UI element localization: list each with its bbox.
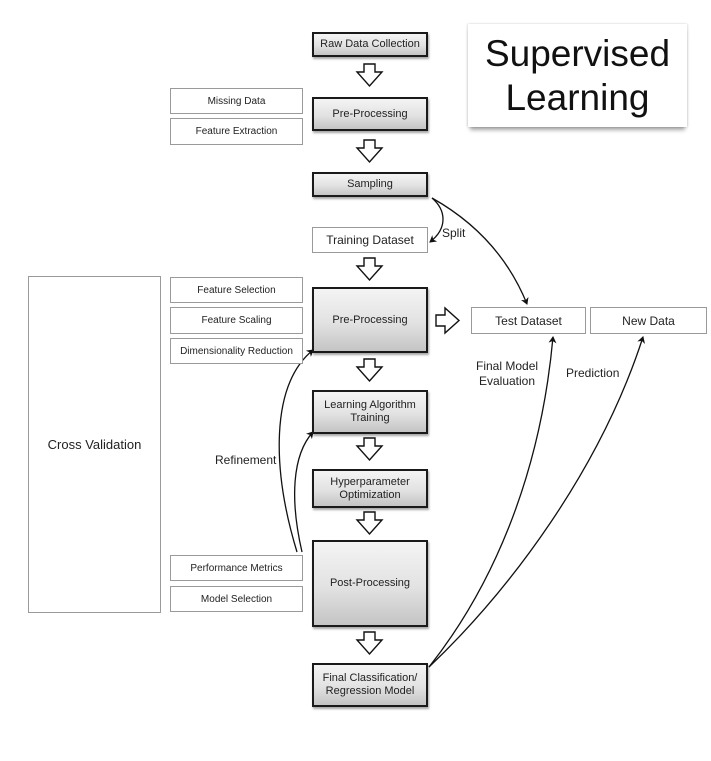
prediction-label: Prediction	[566, 366, 620, 380]
performance-metrics-label: Performance Metrics	[190, 562, 283, 574]
final-model-box: Final Classification/ Regression Model	[312, 663, 428, 707]
down-arrow-icon	[355, 257, 384, 282]
final-model-label-1: Final Classification/	[322, 672, 418, 684]
learning-algorithm-label-1: Learning Algorithm	[324, 399, 416, 411]
final-model-evaluation-line-1: Final Model	[476, 359, 539, 373]
hyperparameter-label-1: Hyperparameter	[330, 475, 410, 488]
title-line-2: Learning	[505, 76, 650, 118]
pre-processing-label-2: Pre-Processing	[332, 313, 408, 326]
post-processing-label: Post-Processing	[329, 577, 411, 589]
learning-algorithm-label-2: Training	[350, 412, 390, 424]
pre-processing-label-1: Pre-Processing	[332, 107, 408, 120]
prediction-arrow	[428, 336, 645, 668]
raw-data-collection-label: Raw Data Collection	[320, 38, 420, 50]
refinement-arrow-2	[294, 431, 314, 553]
pre-processing-box-1: Pre-Processing	[312, 97, 428, 131]
cross-validation-label: Cross Validation	[47, 437, 142, 452]
feature-selection-box: Feature Selection	[170, 277, 303, 303]
down-arrow-icon	[355, 139, 384, 164]
split-arrow	[429, 197, 444, 243]
final-model-evaluation-line-2: Evaluation	[478, 374, 536, 388]
feature-extraction-label: Feature Extraction	[195, 126, 278, 137]
model-selection-box: Model Selection	[170, 586, 303, 612]
sampling-label: Sampling	[347, 178, 393, 190]
final-model-evaluation-label: Final Model Evaluation	[476, 359, 538, 389]
hyperparameter-optimization-box: Hyperparameter Optimization	[312, 469, 428, 508]
feature-extraction-box: Feature Extraction	[170, 118, 303, 145]
final-model-label-2: Regression Model	[325, 685, 415, 697]
title-card: Supervised Learning	[468, 24, 687, 127]
new-data-box: New Data	[590, 307, 707, 334]
learning-algorithm-training-box: Learning Algorithm Training	[312, 390, 428, 434]
right-arrow-icon	[435, 306, 461, 335]
sampling-box: Sampling	[312, 172, 428, 197]
training-dataset-box: Training Dataset	[312, 227, 428, 253]
feature-scaling-label: Feature Scaling	[201, 315, 272, 326]
training-dataset-label: Training Dataset	[326, 233, 414, 247]
pre-processing-box-2: Pre-Processing	[312, 287, 428, 353]
down-arrow-icon	[355, 358, 384, 383]
new-data-label: New Data	[622, 313, 675, 328]
dimensionality-reduction-label: Dimensionality Reduction	[180, 345, 293, 357]
raw-data-collection-box: Raw Data Collection	[312, 32, 428, 57]
performance-metrics-box: Performance Metrics	[170, 555, 303, 581]
sampling-to-test-arrow	[431, 197, 529, 305]
feature-selection-label: Feature Selection	[197, 284, 276, 296]
hyperparameter-label-2: Optimization	[339, 488, 401, 501]
down-arrow-icon	[355, 511, 384, 536]
missing-data-box: Missing Data	[170, 88, 303, 114]
refinement-label: Refinement	[215, 453, 277, 467]
down-arrow-icon	[355, 437, 384, 462]
cross-validation-box: Cross Validation	[28, 276, 161, 613]
model-selection-label: Model Selection	[200, 593, 273, 605]
evaluation-arrow	[428, 336, 557, 668]
feature-scaling-box: Feature Scaling	[170, 307, 303, 334]
test-dataset-label: Test Dataset	[495, 313, 562, 328]
down-arrow-icon	[355, 63, 384, 88]
title-line-1: Supervised	[484, 32, 671, 74]
dimensionality-reduction-box: Dimensionality Reduction	[170, 338, 303, 364]
post-processing-box: Post-Processing	[312, 540, 428, 627]
refinement-arrow-1	[278, 349, 314, 553]
down-arrow-icon	[355, 631, 384, 656]
test-dataset-box: Test Dataset	[471, 307, 586, 334]
missing-data-label: Missing Data	[207, 95, 266, 107]
flow-arrows	[355, 63, 461, 656]
split-label: Split	[442, 226, 466, 240]
